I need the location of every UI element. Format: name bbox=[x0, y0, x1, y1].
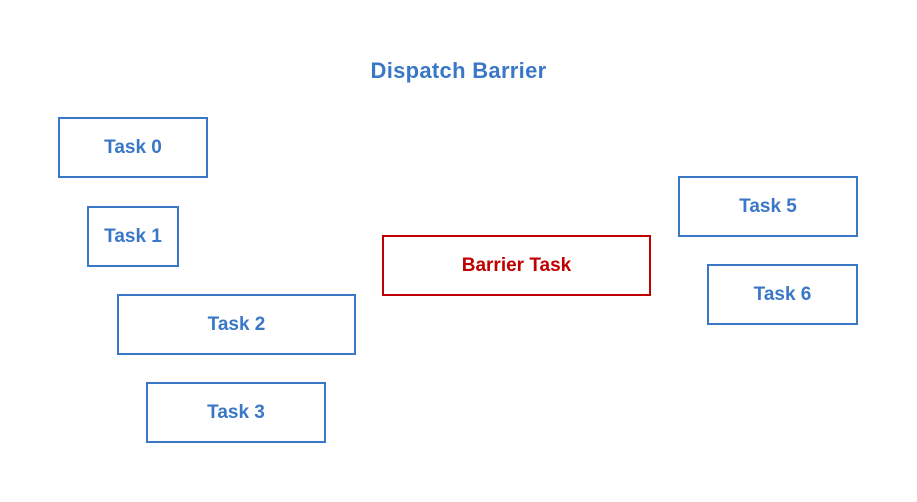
barrier-task-label: Barrier Task bbox=[461, 254, 572, 276]
task-box-2: Task 2 bbox=[117, 294, 356, 355]
task-box-3: Task 3 bbox=[146, 382, 326, 443]
task-label: Task 5 bbox=[739, 195, 797, 217]
diagram-title: Dispatch Barrier bbox=[370, 58, 547, 83]
task-label: Task 1 bbox=[104, 225, 162, 247]
task-label: Task 2 bbox=[207, 313, 266, 335]
task-label: Task 6 bbox=[753, 283, 812, 305]
task-box-6: Task 6 bbox=[707, 264, 858, 325]
barrier-task-box: Barrier Task bbox=[382, 235, 651, 296]
task-box-0: Task 0 bbox=[58, 117, 208, 178]
task-label: Task 3 bbox=[207, 401, 265, 423]
task-box-5: Task 5 bbox=[678, 176, 858, 237]
task-box-1: Task 1 bbox=[87, 206, 179, 267]
task-label: Task 0 bbox=[104, 136, 162, 158]
